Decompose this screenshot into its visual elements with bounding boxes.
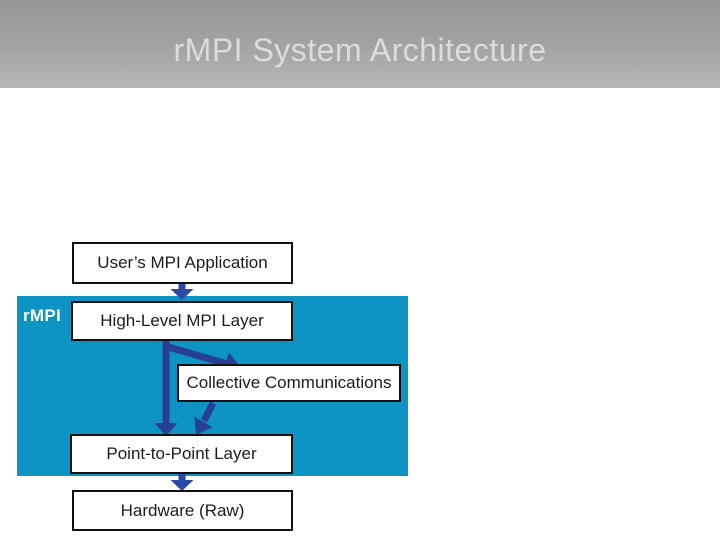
arrow-head <box>194 416 213 435</box>
arrow-collective-to-p2p-icon <box>194 401 217 435</box>
arrow-stem <box>164 342 228 368</box>
box-users-mpi-application: User’s MPI Application <box>72 242 293 284</box>
arrow-head <box>170 289 194 300</box>
arrow-stem <box>200 401 217 423</box>
box-point-to-point-layer: Point-to-Point Layer <box>70 434 293 474</box>
rmpi-region-label: rMPI <box>23 306 62 325</box>
box-collective-communications: Collective Communications <box>177 364 401 402</box>
box-high-level-mpi-layer: High-Level MPI Layer <box>71 301 293 341</box>
box-hardware-raw: Hardware (Raw) <box>72 490 293 531</box>
arrow-p2p-to-hardware-icon <box>170 474 194 491</box>
arrow-highlevel-to-p2p-icon <box>154 340 178 436</box>
slide-title: rMPI System Architecture <box>173 32 547 68</box>
slide-header: rMPI System Architecture <box>0 0 720 88</box>
arrow-app-to-highlevel-icon <box>170 283 194 300</box>
architecture-diagram: rMPI User’s MPI Application High-Level M… <box>0 88 720 540</box>
